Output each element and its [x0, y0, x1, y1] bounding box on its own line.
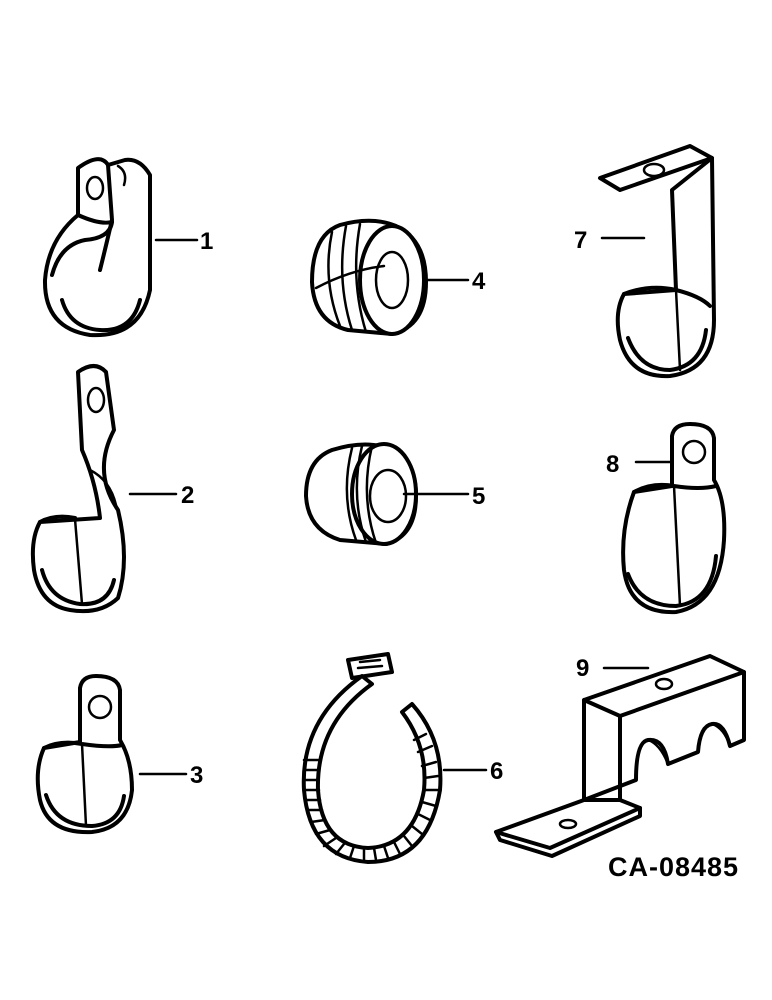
- callout-1: 1: [200, 228, 213, 255]
- callout-4: 4: [472, 268, 486, 295]
- callout-3: 3: [190, 762, 203, 789]
- part-8-loop-clamp: [621, 422, 727, 615]
- part-9-clamp-block: [494, 654, 746, 858]
- part-7-loop-clamp: [598, 144, 716, 379]
- callout-9: 9: [576, 655, 589, 682]
- callout-7: 7: [574, 227, 587, 254]
- part-4-grommet: [310, 218, 428, 336]
- part-1-loop-clamp: [42, 157, 152, 338]
- part-2-loop-clamp: [30, 364, 126, 614]
- part-3-loop-clamp: [35, 674, 134, 835]
- reference-code: CA-08485: [608, 852, 739, 882]
- part-6-hose-clamp: [301, 652, 443, 864]
- callout-2: 2: [181, 482, 194, 509]
- callout-6: 6: [490, 758, 503, 785]
- part-5-grommet: [304, 442, 418, 546]
- callout-8: 8: [606, 451, 619, 478]
- callout-5: 5: [472, 483, 485, 510]
